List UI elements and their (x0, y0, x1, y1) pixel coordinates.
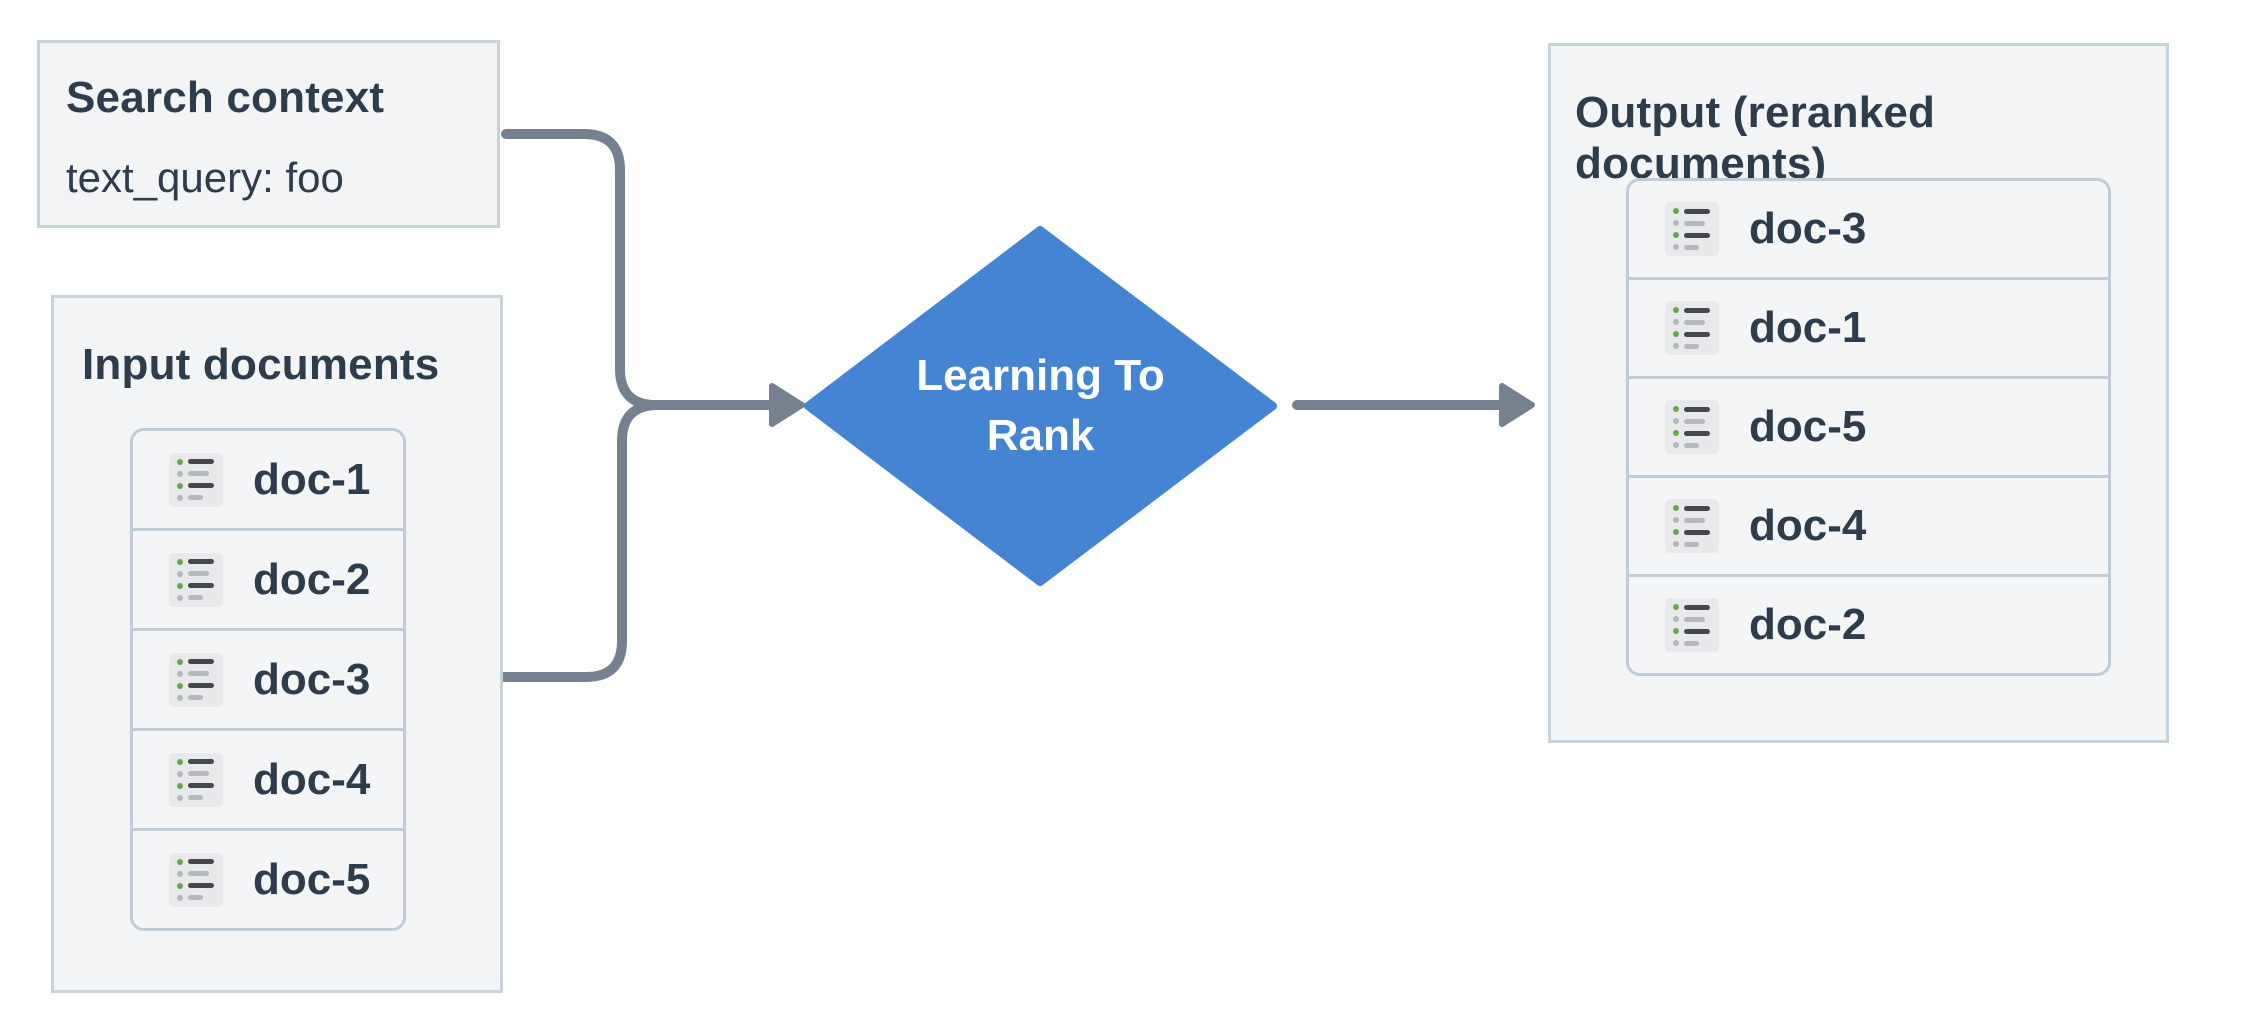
search-context-panel: Search context text_query: foo (37, 40, 500, 228)
doc-list-item: doc-1 (1629, 277, 2108, 376)
doc-list-item: doc-3 (1629, 181, 2108, 277)
document-list-icon (1665, 301, 1719, 355)
document-list-icon (1665, 202, 1719, 256)
ltr-diamond-label: Learning To Rank (808, 230, 1273, 582)
input-documents-title: Input documents (82, 340, 440, 389)
document-list-icon (169, 552, 223, 607)
doc-list-item: doc-4 (1629, 475, 2108, 574)
doc-list-item: doc-5 (1629, 376, 2108, 475)
document-list-icon (169, 752, 223, 807)
doc-list-item: doc-2 (133, 528, 403, 628)
output-documents-title: Output (reranked documents) (1575, 88, 1936, 188)
doc-list-item: doc-4 (133, 728, 403, 828)
document-list-icon (169, 452, 223, 507)
arrowhead-into-ltr-icon (769, 383, 805, 427)
document-list-icon (1665, 499, 1719, 553)
document-list-icon (1665, 598, 1719, 652)
doc-label: doc-1 (253, 454, 371, 504)
doc-list-item: doc-2 (1629, 574, 2108, 673)
doc-label: doc-4 (1749, 501, 1867, 550)
document-list-icon (1665, 400, 1719, 454)
ltr-label-line2: Rank (986, 411, 1095, 460)
doc-label: doc-3 (253, 654, 371, 704)
doc-label: doc-5 (253, 854, 371, 904)
connector-search-to-ltr (501, 129, 777, 410)
ltr-label-line1: Learning To (916, 351, 1165, 400)
doc-list-item: doc-3 (133, 628, 403, 728)
document-list-icon (169, 852, 223, 907)
connector-docs-to-ltr (497, 400, 663, 682)
doc-label: doc-2 (253, 554, 371, 604)
doc-label: doc-1 (1749, 303, 1867, 352)
input-documents-panel: Input documents doc-1 (51, 295, 503, 993)
text-query-value: text_query: foo (66, 153, 344, 201)
document-list-icon (169, 652, 223, 707)
doc-label: doc-5 (1749, 402, 1867, 451)
output-documents-panel: Output (reranked documents) doc-3 (1548, 43, 2169, 743)
doc-list-item: doc-5 (133, 828, 403, 928)
arrowhead-into-output-icon (1499, 383, 1535, 427)
search-context-title: Search context (66, 73, 385, 122)
input-doc-list: doc-1 doc-2 (130, 428, 406, 931)
doc-label: doc-2 (1749, 600, 1867, 649)
doc-label: doc-4 (253, 754, 371, 804)
doc-list-item: doc-1 (133, 431, 403, 528)
doc-label: doc-3 (1749, 204, 1867, 253)
ltr-diamond-shape (804, 226, 1277, 586)
output-doc-list: doc-3 doc-1 (1626, 178, 2111, 676)
